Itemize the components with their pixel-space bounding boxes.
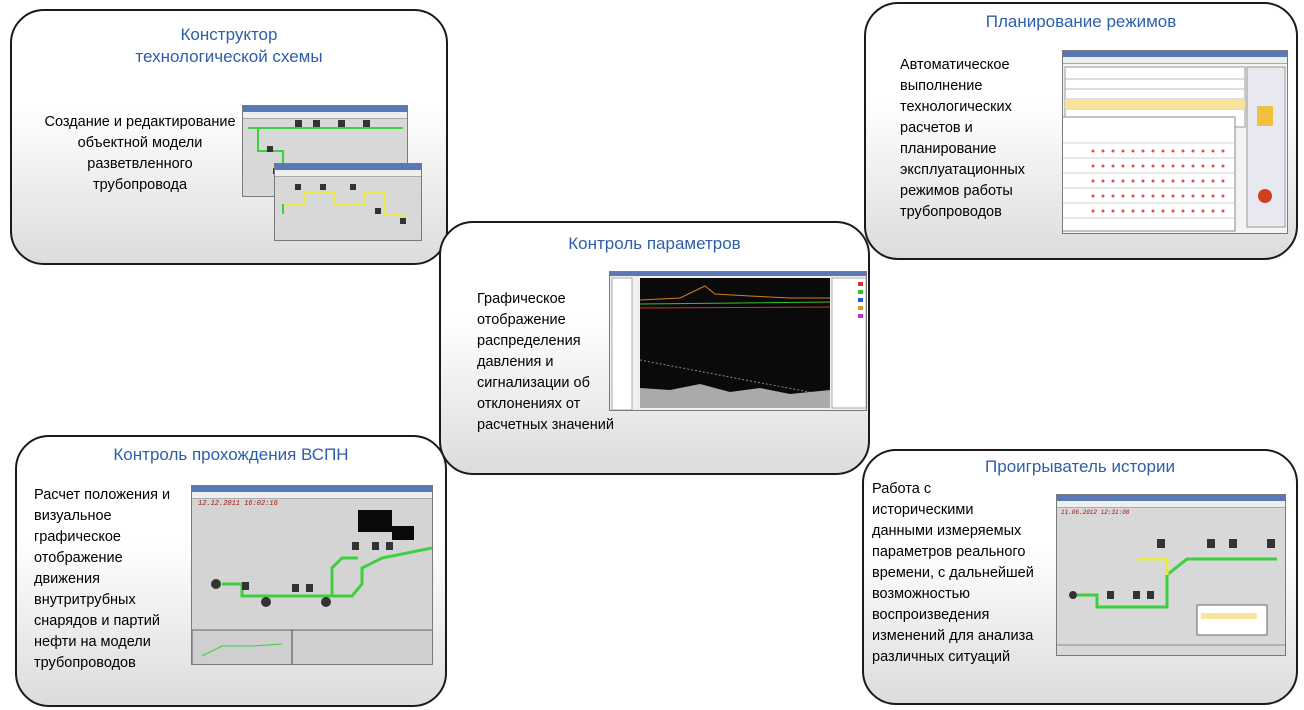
desc-line: расчетных значений <box>477 417 614 433</box>
desc-line: различных ситуаций <box>872 649 1011 665</box>
clock-readout: 12.12.2011 16:02:16 <box>198 500 278 508</box>
desc-line: выполнение <box>900 78 983 94</box>
screenshot-pressure-chart <box>609 271 867 411</box>
desc-line: снарядов и партий <box>34 613 160 629</box>
desc-line: графическое <box>34 529 121 545</box>
card-description: Графическое отображение распределения да… <box>477 289 647 436</box>
card-vspn: Контроль прохождения ВСПН Расчет положен… <box>15 435 447 707</box>
pressure-profile-plot <box>611 277 866 410</box>
card-constructor: Конструктор технологической схемы Создан… <box>10 9 448 265</box>
desc-line: изменений для анализа <box>872 628 1034 644</box>
screenshot-planning-table <box>1062 50 1288 234</box>
desc-line: внутритрубных <box>34 592 136 608</box>
desc-line: объектной модели <box>77 135 203 151</box>
title-line: технологической схемы <box>135 47 323 66</box>
desc-line: технологических <box>900 99 1012 115</box>
desc-line: трубопроводов <box>900 204 1002 220</box>
desc-line: возможностью <box>872 586 971 602</box>
desc-line: отображение <box>34 550 123 566</box>
desc-line: трубопровода <box>92 177 188 193</box>
desc-line: движения <box>34 571 100 587</box>
desc-line: Автоматическое <box>900 57 1010 73</box>
card-description: Создание и редактирование объектной моде… <box>30 112 250 196</box>
clock-readout: 11.06.2012 12:31:08 <box>1061 509 1130 516</box>
screenshot-scheme-editor-2 <box>274 163 422 241</box>
pipeline-diagram <box>192 510 432 664</box>
desc-line: эксплуатационных <box>900 162 1025 178</box>
card-title: Контроль параметров <box>568 234 741 253</box>
desc-line: разветвленного <box>87 156 193 172</box>
card-parameters: Контроль параметров Графическое отображе… <box>439 221 870 475</box>
card-title: Планирование режимов <box>985 12 1177 31</box>
desc-line: расчетов и <box>900 120 973 136</box>
desc-line: параметров реального <box>872 544 1026 560</box>
desc-line: времени, с дальнейшей <box>872 565 1034 581</box>
desc-line: отклонениях от <box>477 396 581 412</box>
card-planning: Планирование режимов Автоматическое выпо… <box>864 2 1298 260</box>
card-title: Конструктор технологической схемы <box>12 24 446 68</box>
card-title: Проигрыватель истории <box>985 457 1175 476</box>
desc-line: планирование <box>900 141 997 157</box>
pipeline-diagram <box>282 184 406 224</box>
card-history: Проигрыватель истории Работа с историчес… <box>862 449 1298 705</box>
card-title: Контроль прохождения ВСПН <box>113 445 349 464</box>
desc-line: историческими <box>872 502 974 518</box>
card-description: Автоматическое выполнение технологически… <box>900 55 1060 223</box>
desc-line: Графическое <box>477 291 566 307</box>
pipeline-diagram <box>1057 539 1285 646</box>
desc-line: Создание и редактирование <box>44 114 236 130</box>
desc-line: нефти на модели <box>34 634 151 650</box>
desc-line: распределения <box>477 333 581 349</box>
desc-line: режимов работы <box>900 183 1013 199</box>
desc-line: давления и <box>477 354 554 370</box>
table-grid <box>1063 66 1286 232</box>
desc-line: трубопроводов <box>34 655 136 671</box>
card-description: Работа с историческими данными измеряемы… <box>872 479 1057 668</box>
card-description: Расчет положения и визуальное графическо… <box>34 485 204 674</box>
title-line: Конструктор <box>180 25 278 44</box>
desc-line: воспроизведения <box>872 607 990 623</box>
desc-line: отображение <box>477 312 566 328</box>
screenshot-history-player: 11.06.2012 12:31:08 <box>1056 494 1286 656</box>
screenshot-vspn-scheme: 12.12.2011 16:02:16 <box>191 485 433 665</box>
desc-line: Расчет положения и <box>34 487 171 503</box>
desc-line: визуальное <box>34 508 112 524</box>
desc-line: Работа с <box>872 481 932 497</box>
desc-line: данными измеряемых <box>872 523 1022 539</box>
desc-line: сигнализации об <box>477 375 590 391</box>
